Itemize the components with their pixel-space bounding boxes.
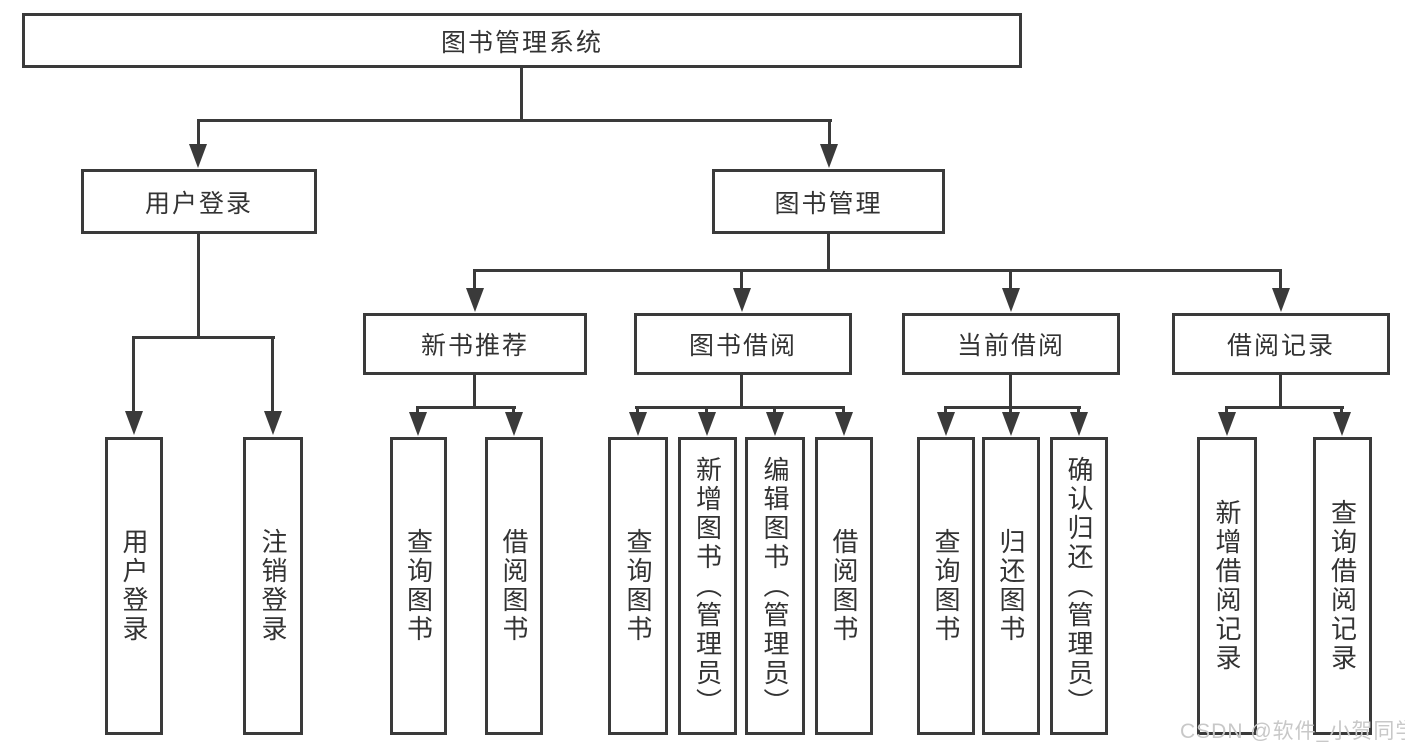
connector-stem: [1340, 406, 1343, 416]
connector-stem: [636, 406, 639, 416]
connector-stem: [773, 406, 776, 416]
node-current-borrow: 当前借阅: [902, 313, 1120, 375]
node-book-borrow: 图书借阅: [634, 313, 852, 375]
connector-stem: [473, 269, 476, 294]
connector-stem: [944, 406, 947, 416]
node-book-management: 图书管理: [712, 169, 945, 234]
connector-arrowhead: [189, 144, 207, 168]
node-borrow-records: 借阅记录: [1172, 313, 1390, 375]
connector-arrowhead: [264, 411, 282, 435]
leaf-confirm-return-admin: 确认归还（管理员）: [1050, 437, 1108, 735]
leaf-add-borrow-record: 新增借阅记录: [1197, 437, 1257, 735]
connector-stem: [1009, 269, 1012, 294]
connector-level1-rail: [197, 119, 832, 122]
connector-root-stub: [520, 68, 523, 122]
node-user-login: 用户登录: [81, 169, 317, 234]
connector-stem: [1225, 406, 1228, 416]
leaf-return-book-label: 归还图书: [996, 528, 1026, 644]
connector-recommend-stub: [473, 375, 476, 409]
leaf-add-book-admin: 新增图书（管理员）: [678, 437, 737, 735]
node-new-book-recommend-label: 新书推荐: [420, 332, 529, 360]
connector-arrowhead: [466, 288, 484, 312]
leaf-current-query-book: 查询图书: [917, 437, 975, 735]
connector-recommend-rail: [417, 406, 516, 409]
leaf-recommend-query-book-label: 查询图书: [403, 528, 434, 644]
connector-stem: [271, 336, 274, 413]
connector-arrowhead: [698, 412, 716, 436]
connector-stem: [740, 269, 743, 294]
leaf-query-borrow-record-label: 查询借阅记录: [1327, 499, 1358, 673]
leaf-borrow-book: 借阅图书: [815, 437, 873, 735]
leaf-borrow-book-label: 借阅图书: [829, 528, 859, 644]
leaf-add-book-admin-label: 新增图书（管理员）: [692, 455, 723, 717]
connector-arrowhead: [820, 144, 838, 168]
connector-user-rail: [133, 336, 275, 339]
connector-stem: [197, 119, 200, 147]
connector-mgmt-stub: [827, 234, 830, 272]
node-root: 图书管理系统: [22, 13, 1022, 68]
connector-user-stub: [197, 234, 200, 338]
connector-borrow-stub: [740, 375, 743, 409]
leaf-query-borrow-record: 查询借阅记录: [1313, 437, 1372, 735]
node-current-borrow-label: 当前借阅: [956, 332, 1065, 360]
connector-stem: [132, 336, 135, 413]
connector-arrowhead: [766, 412, 784, 436]
connector-arrowhead: [1002, 288, 1020, 312]
connector-borrow-rail: [635, 406, 845, 409]
connector-arrowhead: [125, 411, 143, 435]
leaf-recommend-borrow-book-label: 借阅图书: [499, 528, 529, 644]
connector-stem: [705, 406, 708, 416]
connector-arrowhead: [835, 412, 853, 436]
node-borrow-records-label: 借阅记录: [1226, 332, 1335, 360]
connector-arrowhead: [733, 288, 751, 312]
leaf-borrow-query-book-label: 查询图书: [623, 528, 653, 644]
connector-level3-rail: [474, 269, 1282, 272]
leaf-user-login-label: 用户登录: [119, 528, 149, 644]
leaf-add-borrow-record-label: 新增借阅记录: [1212, 499, 1242, 673]
connector-arrowhead: [629, 412, 647, 436]
node-book-borrow-label: 图书借阅: [688, 332, 797, 360]
connector-arrowhead: [937, 412, 955, 436]
connector-stem: [1279, 269, 1282, 294]
connector-records-stub: [1279, 375, 1282, 409]
leaf-logout-label: 注销登录: [258, 528, 288, 644]
connector-stem: [1077, 406, 1080, 416]
leaf-recommend-borrow-book: 借阅图书: [485, 437, 543, 735]
node-book-management-label: 图书管理: [774, 189, 883, 218]
leaf-user-login: 用户登录: [105, 437, 163, 735]
leaf-return-book: 归还图书: [982, 437, 1040, 735]
connector-arrowhead: [409, 412, 427, 436]
node-user-login-label: 用户登录: [144, 189, 253, 218]
node-root-label: 图书管理系统: [440, 28, 603, 57]
connector-arrowhead: [1002, 412, 1020, 436]
leaf-borrow-query-book: 查询图书: [608, 437, 668, 735]
connector-stem: [842, 406, 845, 416]
connector-records-rail: [1225, 406, 1344, 409]
leaf-confirm-return-admin-label: 确认归还（管理员）: [1064, 455, 1094, 717]
connector-current-stub: [1009, 375, 1012, 409]
connector-stem: [1009, 406, 1012, 416]
leaf-logout: 注销登录: [243, 437, 303, 735]
connector-arrowhead: [1333, 412, 1351, 436]
connector-stem: [828, 119, 831, 147]
leaf-edit-book-admin-label: 编辑图书（管理员）: [760, 455, 790, 717]
leaf-edit-book-admin: 编辑图书（管理员）: [745, 437, 805, 735]
connector-stem: [416, 406, 419, 416]
connector-current-rail: [944, 406, 1081, 409]
connector-stem: [512, 406, 515, 416]
node-new-book-recommend: 新书推荐: [363, 313, 587, 375]
connector-arrowhead: [1218, 412, 1236, 436]
connector-arrowhead: [1272, 288, 1290, 312]
connector-arrowhead: [1070, 412, 1088, 436]
leaf-recommend-query-book: 查询图书: [390, 437, 447, 735]
csdn-watermark: CSDN @软件_小贺同学: [1180, 720, 1405, 743]
leaf-current-query-book-label: 查询图书: [931, 528, 961, 644]
connector-arrowhead: [505, 412, 523, 436]
